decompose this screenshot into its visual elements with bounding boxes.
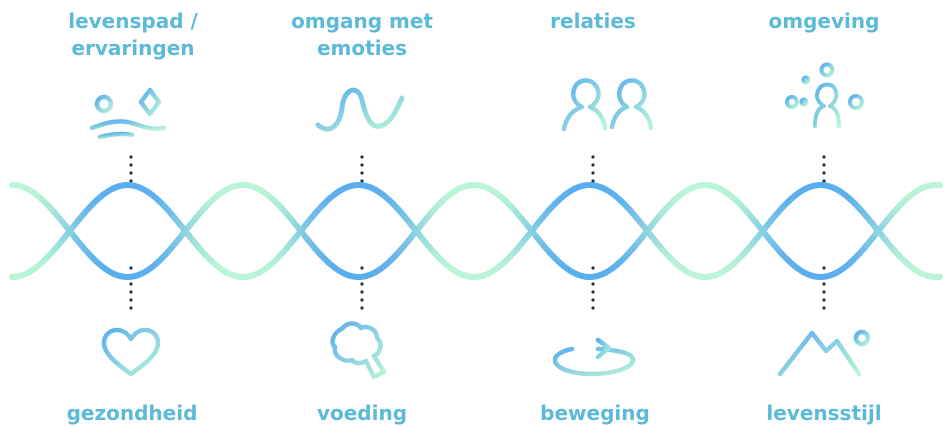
label-line: omgeving	[768, 9, 880, 33]
label-levenspad: levenspad / ervaringen	[33, 8, 233, 62]
dots-col-2	[360, 155, 364, 310]
helix-strand-b	[9, 182, 943, 280]
label-line: ervaringen	[71, 36, 195, 60]
emotion-wave-icon	[315, 87, 405, 132]
label-line: relaties	[550, 9, 636, 33]
dots-col-4	[822, 155, 826, 310]
label-line: gezondheid	[66, 401, 198, 425]
label-line: levensstijl	[766, 401, 882, 425]
movement-arrow-icon	[552, 337, 636, 377]
label-beweging: beweging	[495, 400, 695, 427]
label-voeding: voeding	[262, 400, 462, 427]
environment-icon	[785, 62, 864, 128]
dna-helix	[9, 182, 943, 280]
label-omgang-met-emoties: omgang met emoties	[262, 8, 462, 62]
heart-icon	[101, 327, 161, 377]
broccoli-icon	[330, 321, 387, 380]
helix-strand-a	[9, 182, 943, 280]
life-path-icon	[89, 87, 167, 140]
label-levensstijl: levensstijl	[724, 400, 924, 427]
mountain-icon	[777, 329, 871, 377]
label-line: voeding	[316, 401, 408, 425]
label-line: beweging	[540, 401, 650, 425]
dotted-connectors	[129, 155, 826, 310]
dots-col-1	[129, 155, 133, 310]
label-relaties: relaties	[493, 8, 693, 35]
label-line: emoties	[316, 36, 408, 60]
label-line: omgang met	[291, 9, 433, 33]
label-omgeving: omgeving	[724, 8, 924, 35]
label-gezondheid: gezondheid	[32, 400, 232, 427]
dots-col-3	[591, 155, 595, 310]
relationships-icon	[561, 78, 654, 132]
label-line: levenspad /	[68, 9, 198, 33]
